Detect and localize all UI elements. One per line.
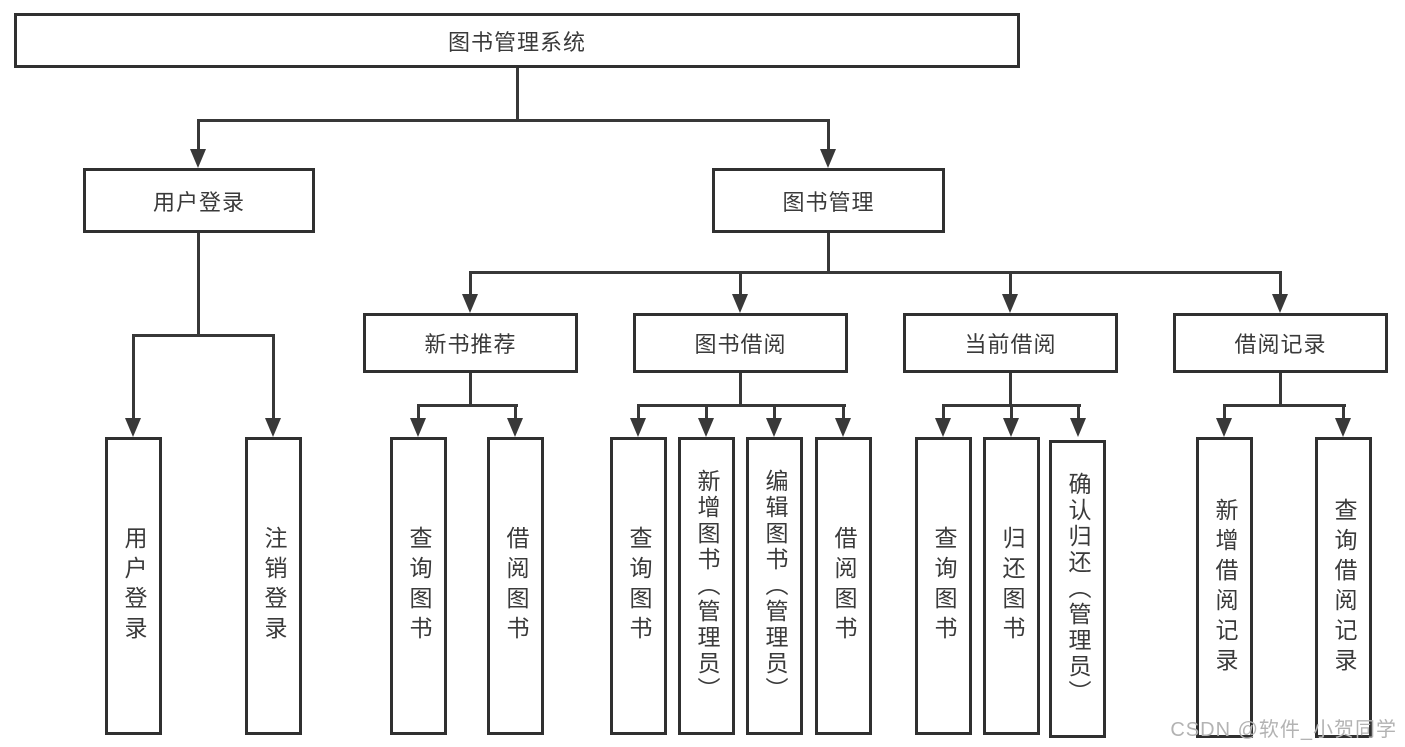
connector-line xyxy=(827,119,830,151)
leaf-query-borrow-record: 查询借阅记录 xyxy=(1315,437,1372,738)
leaf-query-books-borrowing: 查询图书 xyxy=(610,437,667,735)
node-new-book-recommend-label: 新书推荐 xyxy=(424,332,517,357)
leaf-query-borrow-record-label: 查询借阅记录 xyxy=(1331,497,1357,678)
leaf-borrow-books-recommend: 借阅图书 xyxy=(487,437,544,735)
node-new-book-recommend: 新书推荐 xyxy=(363,313,578,373)
leaf-user-login: 用户登录 xyxy=(105,437,162,735)
connector-line xyxy=(197,119,200,151)
connector-line xyxy=(417,404,518,407)
connector-line xyxy=(272,334,275,420)
arrow-down-icon xyxy=(462,294,478,313)
leaf-query-books-recommend: 查询图书 xyxy=(390,437,447,735)
node-user-login-label: 用户登录 xyxy=(152,189,245,215)
node-book-management-label: 图书管理 xyxy=(782,189,875,215)
arrow-down-icon xyxy=(1272,294,1288,313)
node-library-system: 图书管理系统 xyxy=(14,13,1020,68)
node-current-borrowing-label: 当前借阅 xyxy=(964,332,1057,357)
connector-line xyxy=(1009,271,1012,296)
node-borrowing-records: 借阅记录 xyxy=(1173,313,1388,373)
arrow-down-icon xyxy=(630,418,646,437)
arrow-down-icon xyxy=(410,418,426,437)
leaf-query-books-recommend-label: 查询图书 xyxy=(406,526,432,646)
arrow-down-icon xyxy=(1335,418,1351,437)
leaf-edit-book-admin-label: 编辑图书（管理员） xyxy=(762,469,788,703)
connector-line xyxy=(1010,404,1013,420)
connector-line xyxy=(1342,404,1345,420)
connector-line xyxy=(469,271,472,296)
connector-line xyxy=(773,404,776,420)
node-borrowing-records-label: 借阅记录 xyxy=(1234,332,1327,357)
leaf-edit-book-admin: 编辑图书（管理员） xyxy=(746,437,803,735)
leaf-add-book-admin-label: 新增图书（管理员） xyxy=(694,469,720,703)
arrow-down-icon xyxy=(766,418,782,437)
node-current-borrowing: 当前借阅 xyxy=(903,313,1118,373)
connector-line xyxy=(417,404,420,420)
connector-line xyxy=(705,404,708,420)
leaf-query-books-current-label: 查询图书 xyxy=(931,526,957,646)
connector-line xyxy=(469,373,472,406)
connector-line xyxy=(132,334,275,337)
arrow-down-icon xyxy=(125,418,141,437)
arrow-down-icon xyxy=(732,294,748,313)
leaf-return-books-label: 归还图书 xyxy=(999,526,1025,646)
connector-line xyxy=(197,233,200,336)
arrow-down-icon xyxy=(698,418,714,437)
leaf-borrow-books-recommend-label: 借阅图书 xyxy=(503,526,529,646)
leaf-return-books: 归还图书 xyxy=(983,437,1040,735)
arrow-down-icon xyxy=(820,149,836,168)
node-user-login: 用户登录 xyxy=(83,168,315,233)
leaf-logout: 注销登录 xyxy=(245,437,302,735)
arrow-down-icon xyxy=(1070,418,1086,437)
connector-line xyxy=(1279,271,1282,296)
connector-line xyxy=(1279,373,1282,406)
leaf-add-borrow-record: 新增借阅记录 xyxy=(1196,437,1253,738)
connector-line xyxy=(197,119,830,122)
leaf-user-login-label: 用户登录 xyxy=(121,526,147,646)
arrow-down-icon xyxy=(265,418,281,437)
connector-line xyxy=(1223,404,1346,407)
arrow-down-icon xyxy=(1003,418,1019,437)
connector-line xyxy=(637,404,846,407)
connector-line xyxy=(842,404,845,420)
leaf-logout-label: 注销登录 xyxy=(261,526,287,646)
connector-line xyxy=(469,271,1282,274)
connector-line xyxy=(1009,373,1012,406)
connector-line xyxy=(132,334,135,420)
connector-line xyxy=(942,404,945,420)
leaf-borrow-books-borrowing-label: 借阅图书 xyxy=(831,526,857,646)
connector-line xyxy=(637,404,640,420)
arrow-down-icon xyxy=(190,149,206,168)
arrow-down-icon xyxy=(507,418,523,437)
node-library-system-label: 图书管理系统 xyxy=(447,29,586,55)
connector-line xyxy=(827,233,830,273)
leaf-borrow-books-borrowing: 借阅图书 xyxy=(815,437,872,735)
arrow-down-icon xyxy=(1216,418,1232,437)
node-book-borrowing-label: 图书借阅 xyxy=(694,332,787,357)
leaf-confirm-return-admin-label: 确认归还（管理员） xyxy=(1065,472,1091,706)
leaf-confirm-return-admin: 确认归还（管理员） xyxy=(1049,440,1106,738)
arrow-down-icon xyxy=(835,418,851,437)
arrow-down-icon xyxy=(1002,294,1018,313)
leaf-query-books-current: 查询图书 xyxy=(915,437,972,735)
csdn-watermark: CSDN @软件_小贺同学 xyxy=(1170,719,1397,741)
leaf-add-book-admin: 新增图书（管理员） xyxy=(678,437,735,735)
leaf-query-books-borrowing-label: 查询图书 xyxy=(626,526,652,646)
connector-line xyxy=(1223,404,1226,420)
connector-line xyxy=(1077,404,1080,420)
arrow-down-icon xyxy=(935,418,951,437)
node-book-management: 图书管理 xyxy=(712,168,945,233)
node-book-borrowing: 图书借阅 xyxy=(633,313,848,373)
leaf-add-borrow-record-label: 新增借阅记录 xyxy=(1212,497,1238,678)
connector-line xyxy=(739,271,742,296)
connector-line xyxy=(739,373,742,406)
connector-line xyxy=(514,404,517,420)
connector-line xyxy=(516,68,519,120)
